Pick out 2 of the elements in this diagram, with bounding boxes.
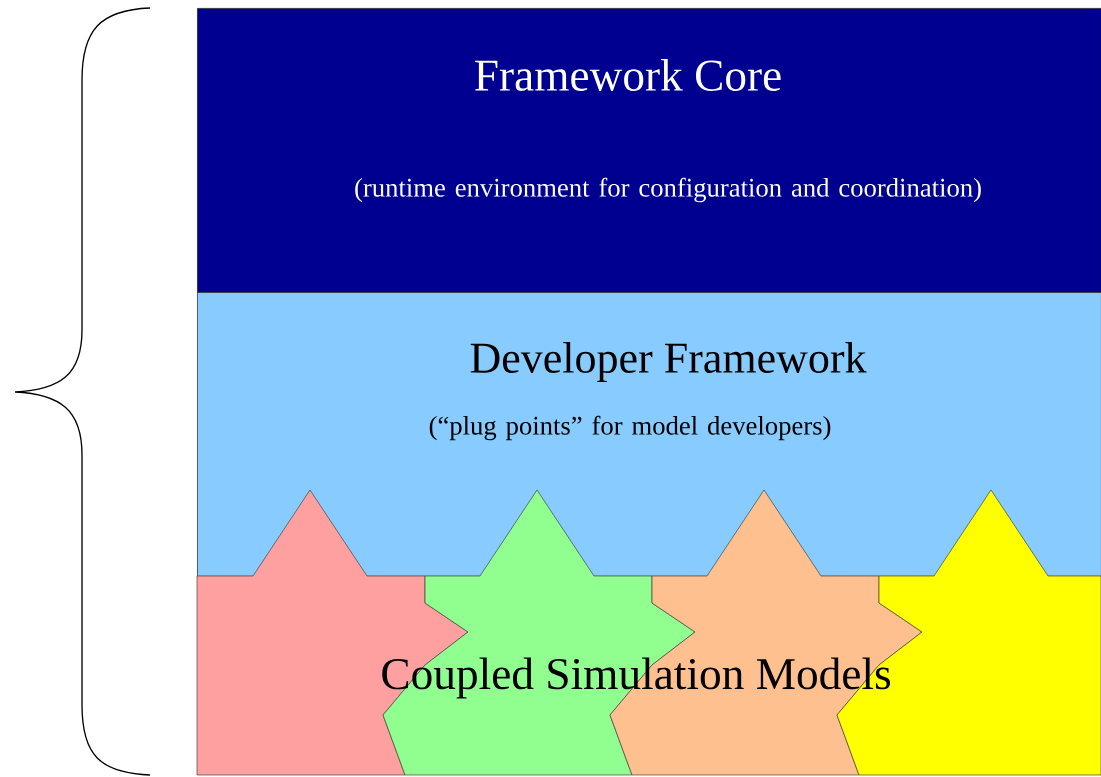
layer-band: Developer Framework (“plug points” for model developers) [197,292,1101,577]
layer-band: Framework Core (runtime environment for configuration and coordination) [197,8,1101,293]
